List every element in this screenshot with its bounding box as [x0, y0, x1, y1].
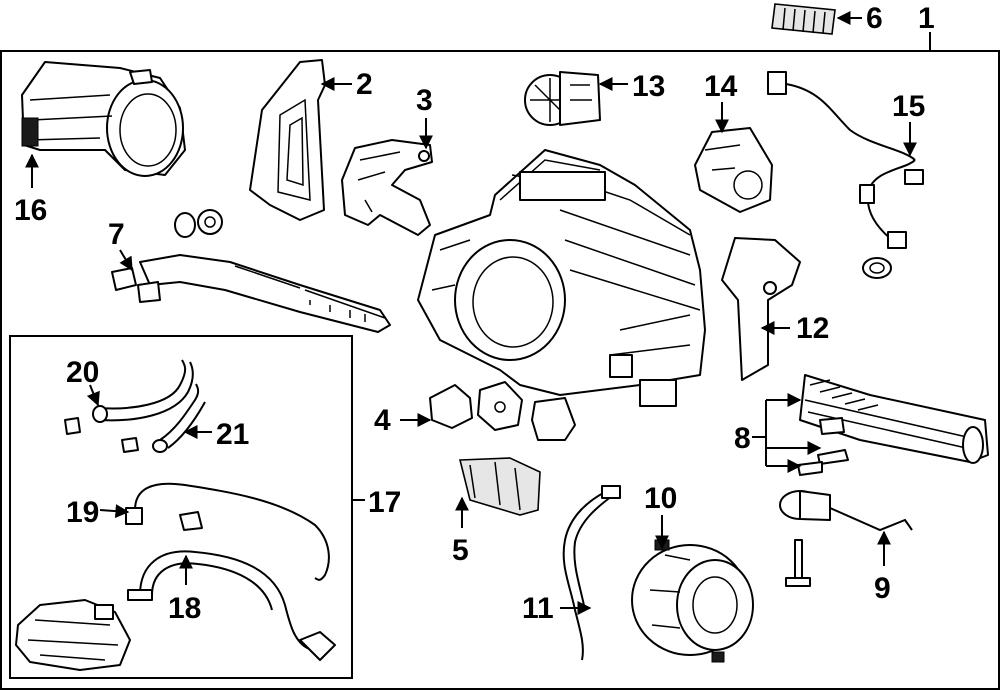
callout-17: 17 — [368, 486, 401, 519]
callout-16: 16 — [14, 194, 47, 227]
part-15-harness — [767, 71, 924, 279]
part-12-panel — [721, 237, 801, 381]
callout-8: 8 — [734, 422, 751, 455]
part-10-blower-motor — [631, 539, 754, 663]
part-2-seal — [249, 59, 326, 221]
callout-12: 12 — [796, 312, 829, 345]
part-13-actuator — [524, 71, 601, 126]
callout-18: 18 — [168, 592, 201, 625]
subassembly-frame — [9, 335, 353, 679]
callout-4: 4 — [374, 404, 391, 437]
callout-19: 19 — [66, 496, 99, 529]
part-19-line — [125, 482, 330, 581]
part-4-brackets — [429, 381, 576, 441]
callout-2: 2 — [356, 68, 373, 101]
part-18-hose — [127, 550, 336, 661]
part-3-bracket — [341, 139, 433, 236]
callout-5: 5 — [452, 534, 469, 567]
part-8-evaporator — [797, 374, 989, 476]
callout-15: 15 — [892, 90, 925, 123]
part-9-sensor — [779, 490, 913, 587]
part-module — [15, 599, 131, 671]
hvac-main-case — [417, 149, 706, 407]
callout-20: 20 — [66, 356, 99, 389]
callout-10: 10 — [644, 482, 677, 515]
part-11-hose — [562, 485, 621, 661]
part-7-pipe — [111, 209, 391, 333]
callout-11: 11 — [522, 592, 554, 625]
part-16-blower-housing — [21, 61, 186, 177]
assembly-frame — [0, 50, 1000, 690]
leader-lines — [25, 11, 931, 615]
part-6-pad — [771, 3, 836, 35]
callout-14: 14 — [704, 70, 738, 103]
callout-13: 13 — [632, 70, 665, 103]
callout-3: 3 — [416, 84, 433, 117]
callout-6: 6 — [866, 2, 883, 35]
callout-1: 1 — [918, 2, 935, 35]
part-5-duct — [458, 457, 541, 516]
callout-9: 9 — [874, 572, 891, 605]
part-14-motor — [694, 127, 773, 213]
callout-7: 7 — [108, 218, 125, 251]
callout-21: 21 — [216, 418, 249, 451]
part-20-tube — [64, 359, 194, 435]
